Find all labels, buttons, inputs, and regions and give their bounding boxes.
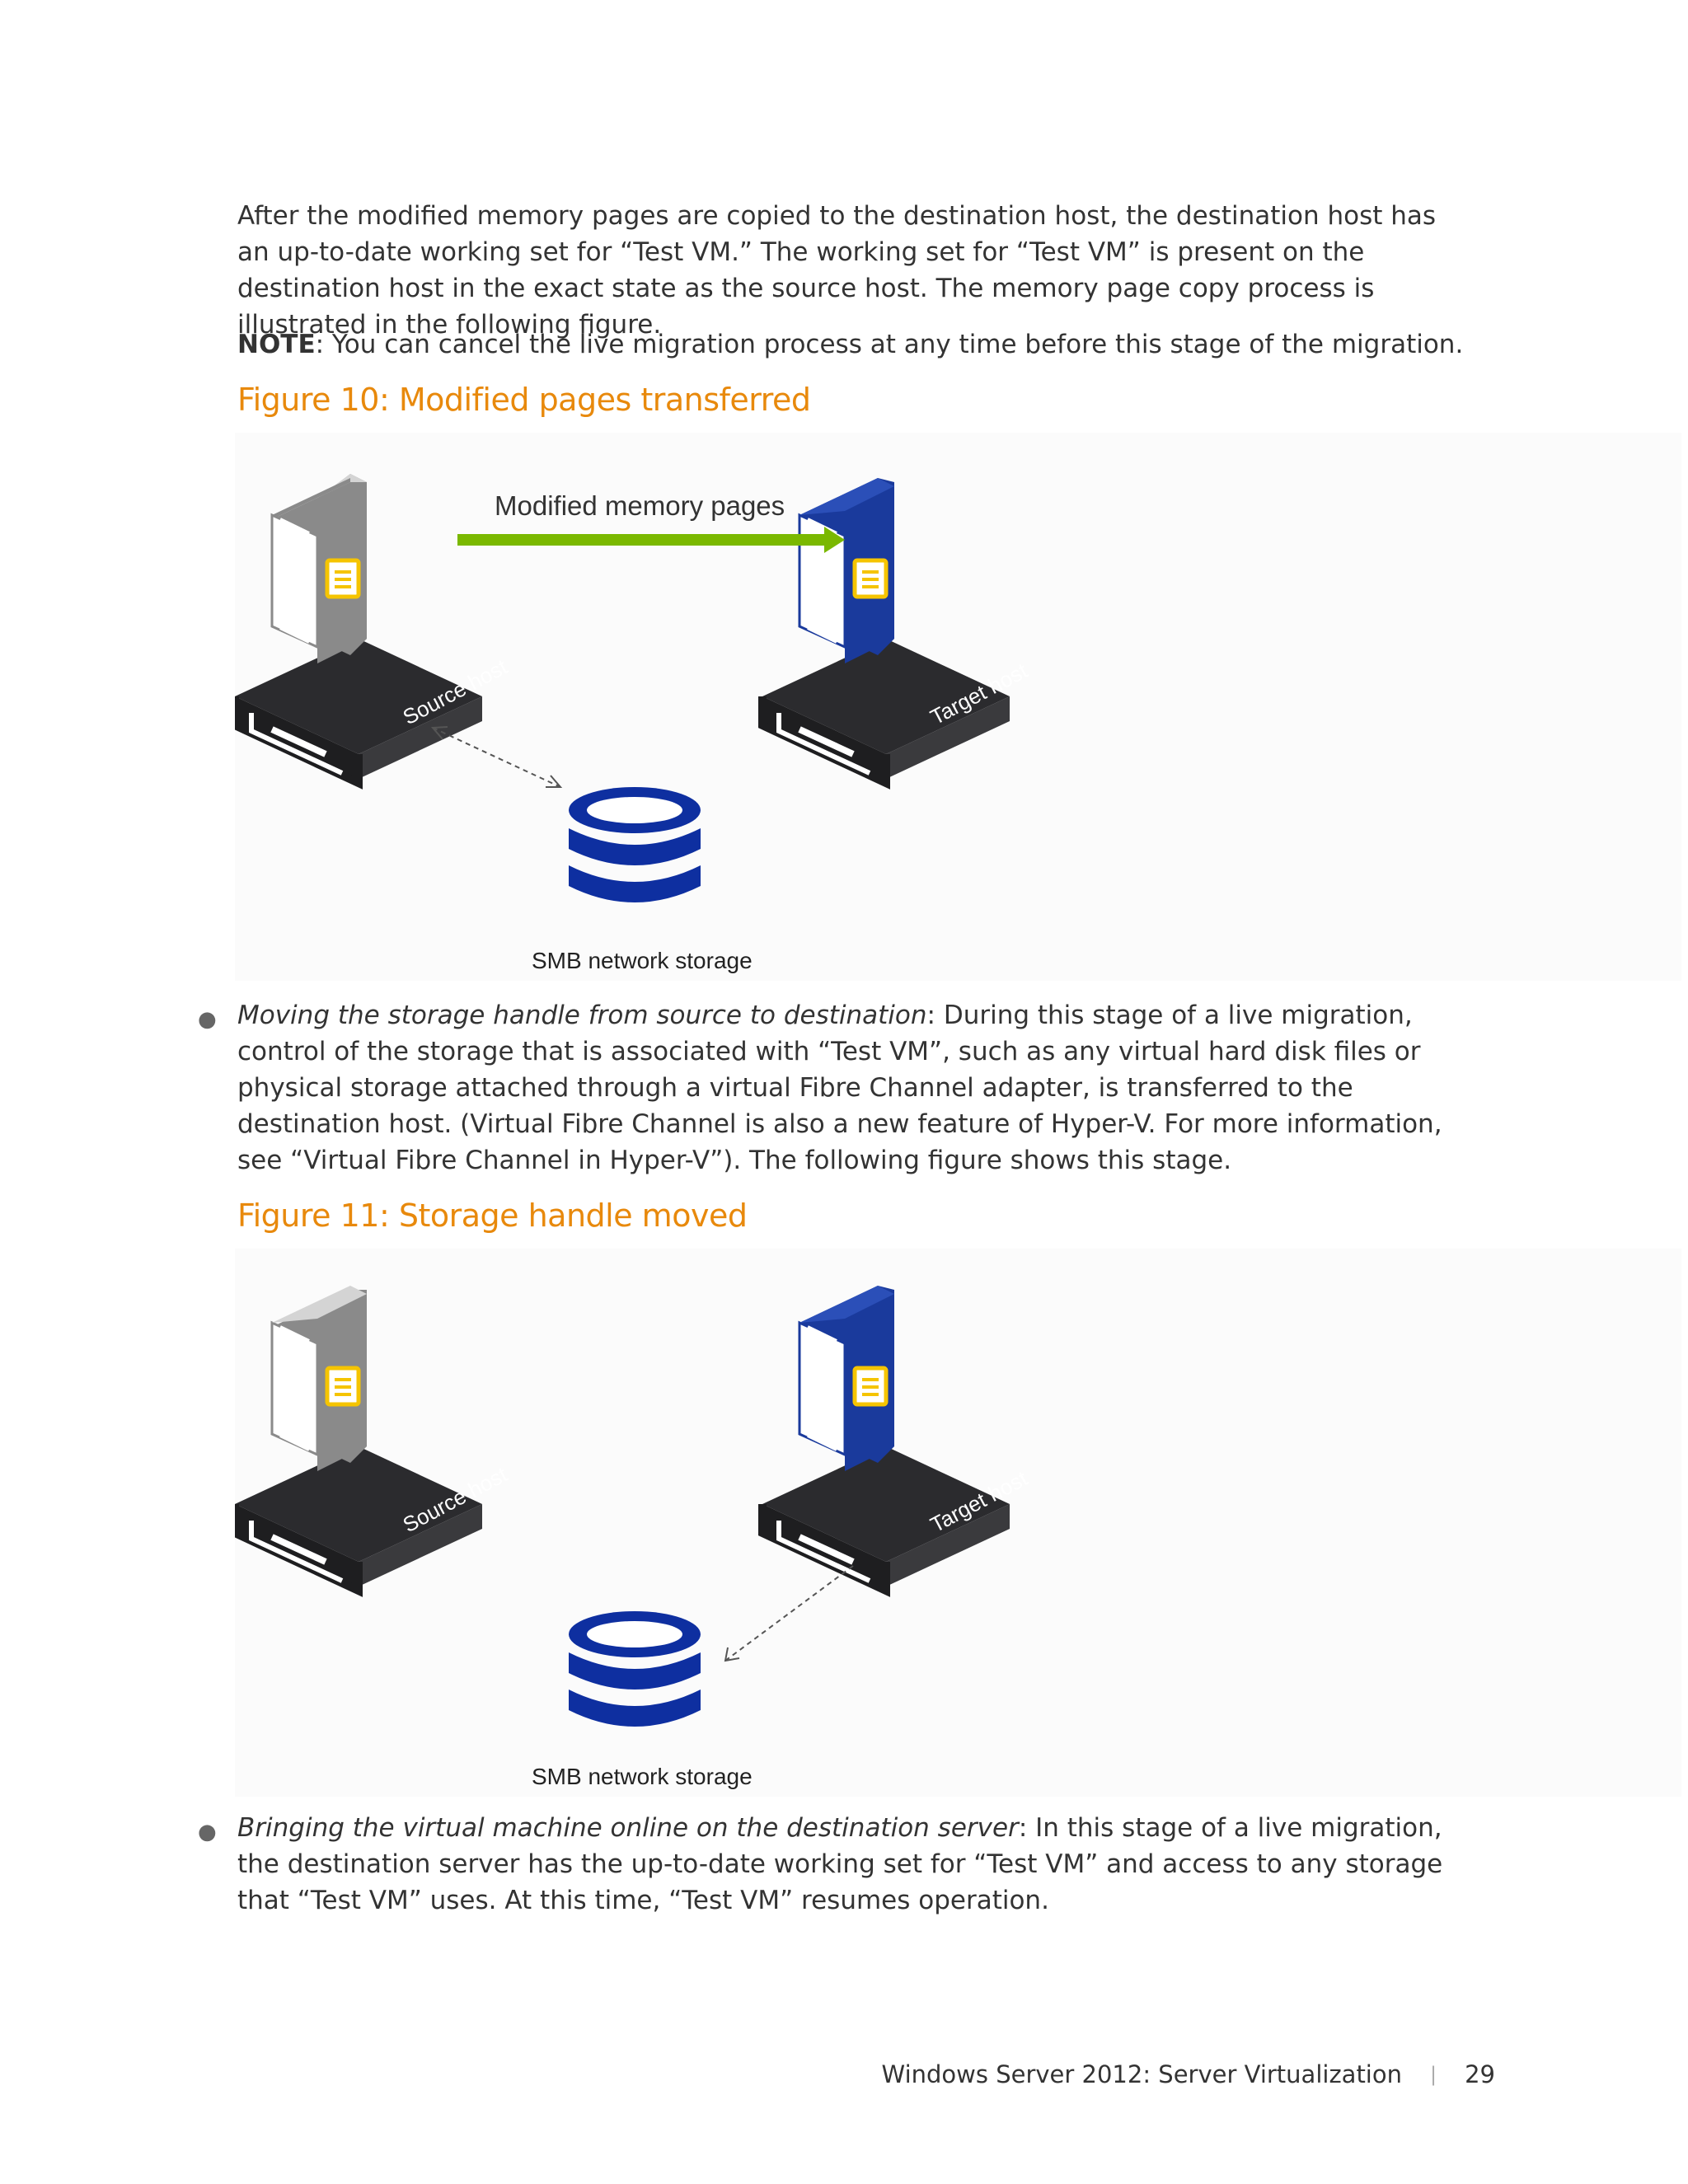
storage-label: SMB network storage [532, 1764, 753, 1789]
source-host-server [235, 1286, 482, 1591]
storage-label: SMB network storage [532, 948, 753, 973]
page-number: 29 [1465, 2060, 1495, 2088]
bullet-italic: Bringing the virtual machine online on t… [237, 1813, 1019, 1843]
source-host-server [235, 474, 482, 783]
bullet-text: : In this stage of a live migration, the… [237, 1813, 1443, 1915]
smb-storage-icon [569, 1611, 701, 1727]
target-host-server [762, 1286, 1010, 1591]
storage-handle-arrow [724, 1565, 854, 1662]
page-footer: Windows Server 2012: Server Virtualizati… [882, 2060, 1495, 2088]
target-host-server [762, 478, 1010, 783]
figure-10-caption: Figure 10: Modified pages transferred [237, 382, 811, 418]
bullet-dot: ● [198, 1007, 217, 1032]
figure-11-caption: Figure 11: Storage handle moved [237, 1197, 748, 1234]
note-text: : You can cancel the live migration proc… [315, 330, 1464, 359]
figure-10-diagram: Source host Target host Modified memory … [235, 433, 1681, 981]
bullet-italic: Moving the storage handle from source to… [237, 1001, 927, 1030]
storage-link-arrow [430, 726, 563, 788]
note-label: NOTE [237, 330, 316, 359]
figure-11-diagram: Source host Target host SMB network stor… [235, 1249, 1681, 1797]
bullet-text: : During this stage of a live migration,… [237, 1001, 1442, 1175]
modified-pages-arrow [457, 527, 845, 553]
bullet-paragraph-online: Bringing the virtual machine online on t… [237, 1810, 1474, 1919]
smb-storage-icon [569, 787, 701, 902]
footer-separator: | [1430, 2063, 1437, 2086]
intro-paragraph: After the modified memory pages are copi… [237, 201, 1437, 340]
arrow-label: Modified memory pages [495, 490, 785, 521]
note-paragraph: NOTE: You can cancel the live migration … [237, 326, 1474, 363]
bullet-paragraph-storage-handle: Moving the storage handle from source to… [237, 997, 1474, 1179]
footer-title: Windows Server 2012: Server Virtualizati… [881, 2060, 1402, 2088]
bullet-dot: ● [198, 1820, 217, 1844]
